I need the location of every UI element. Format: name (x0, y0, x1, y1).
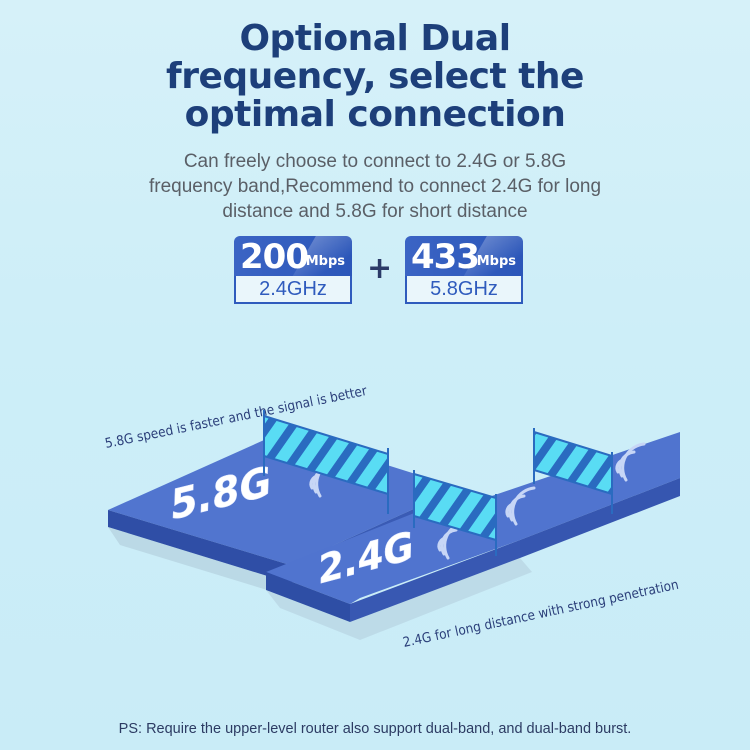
page-title: Optional Dual frequency, select the opti… (0, 20, 750, 134)
speed-badge-58ghz: 433 Mbps 5.8GHz (405, 236, 523, 306)
speed-unit: Mbps (476, 254, 516, 269)
speed-badge-24ghz: 200 Mbps 2.4GHz (234, 236, 352, 306)
band-far-right (480, 432, 680, 558)
description-line-3: distance and 5.8G for short distance (222, 201, 528, 222)
speed-badge-header (234, 236, 352, 276)
signal-barrier (413, 470, 497, 556)
wifi-icon (505, 486, 536, 526)
title-line-1: Optional Dual (239, 18, 511, 59)
speed-value: 200 (240, 237, 309, 277)
description-line-1: Can freely choose to connect to 2.4G or … (183, 151, 567, 172)
footnote: PS: Require the upper-level router also … (118, 721, 632, 737)
plus-sign: + (367, 251, 393, 286)
speed-badge-header (405, 236, 523, 276)
description-line-2: frequency band,Recommend to connect 2.4G… (148, 176, 602, 197)
signal-barrier (533, 428, 613, 514)
title-line-3: optimal connection (184, 94, 566, 135)
speed-unit: Mbps (305, 254, 345, 269)
description: Can freely choose to connect to 2.4G or … (0, 149, 750, 224)
signal-barrier (263, 410, 389, 514)
band-label: 2.4GHz (234, 276, 352, 304)
band-label: 5.8GHz (405, 276, 523, 304)
speed-value: 433 (411, 237, 480, 277)
title-line-2: frequency, select the (166, 56, 584, 97)
wifi-icon (615, 442, 646, 482)
